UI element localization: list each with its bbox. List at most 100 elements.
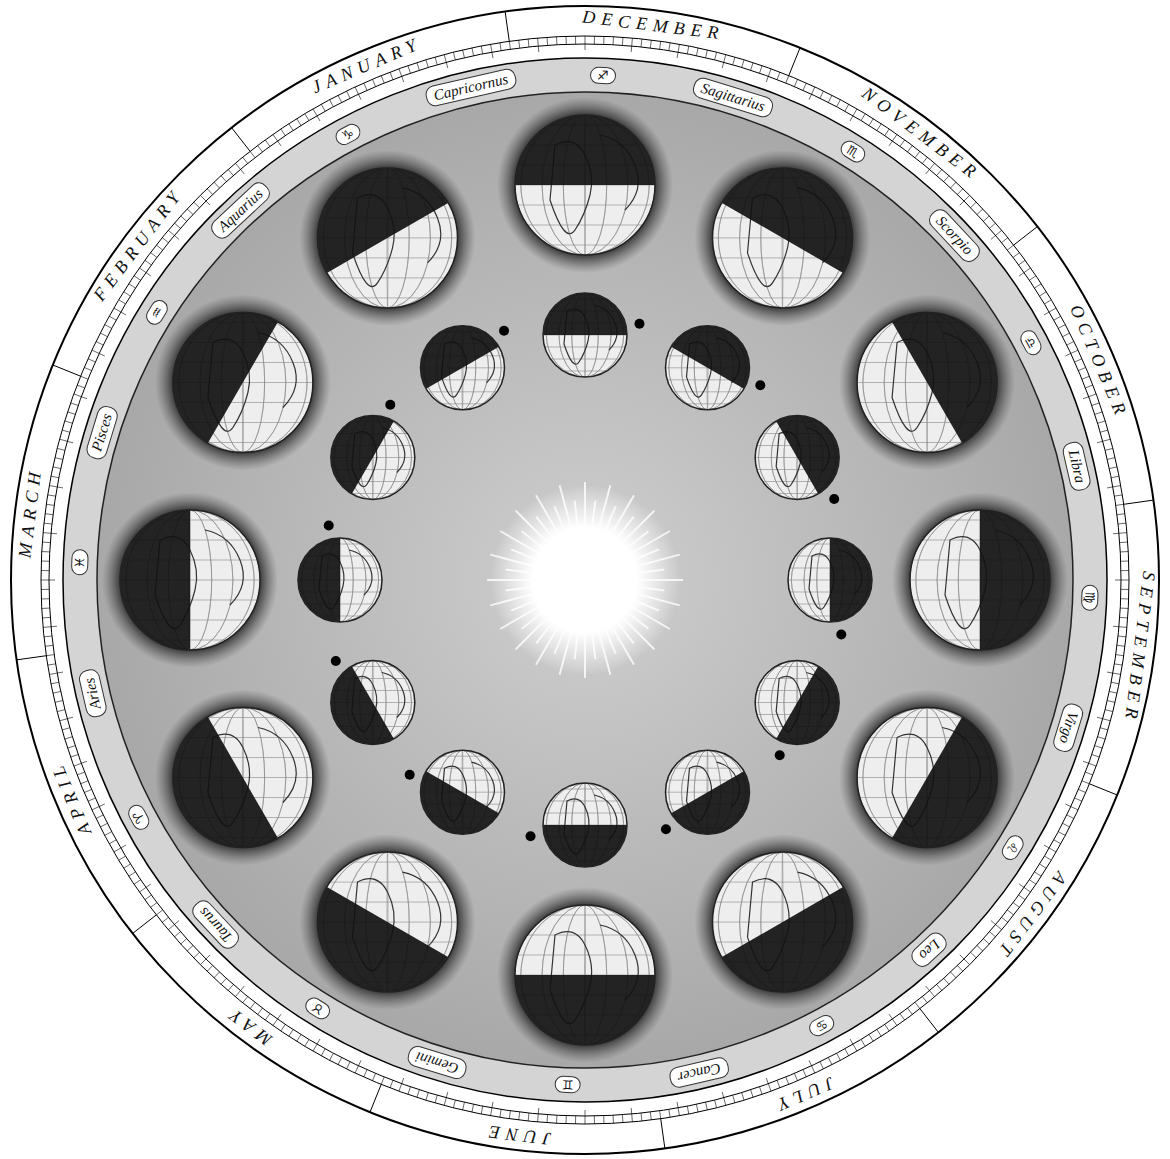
parallel — [515, 915, 655, 916]
globe-shadow — [102, 492, 278, 668]
degree-tick — [1058, 832, 1065, 836]
degree-tick — [88, 798, 95, 801]
degree-tick — [556, 37, 557, 45]
degree-tick — [273, 1014, 281, 1025]
sun-ray — [487, 579, 555, 581]
degree-tick — [1120, 608, 1128, 609]
degree-tick — [305, 1039, 309, 1046]
moon-dot — [405, 770, 415, 780]
degree-tick — [850, 109, 857, 121]
globe-outline — [331, 416, 415, 500]
degree-tick — [481, 1106, 483, 1114]
degree-tick — [200, 195, 210, 205]
degree-tick — [84, 367, 91, 370]
month-divider — [661, 1119, 665, 1149]
degree-tick — [1107, 486, 1121, 488]
degree-tick — [355, 87, 361, 100]
degree-tick — [613, 1115, 614, 1123]
degree-tick — [990, 223, 996, 228]
degree-tick — [1078, 367, 1085, 370]
sun-ray — [584, 610, 586, 678]
degree-tick — [162, 238, 168, 243]
night-side — [669, 308, 767, 390]
degree-tick — [977, 209, 983, 214]
degree-tick — [60, 717, 74, 721]
degree-tick — [556, 1115, 557, 1123]
degree-tick — [1105, 710, 1113, 712]
degree-tick — [1121, 570, 1129, 571]
degree-tick — [145, 895, 151, 900]
globe-shadow — [497, 97, 673, 273]
degree-tick — [372, 1073, 375, 1080]
degree-tick — [214, 972, 219, 978]
degree-tick — [124, 292, 131, 296]
degree-tick — [41, 589, 49, 590]
degree-tick — [330, 1053, 334, 1060]
earth-globe — [788, 536, 874, 624]
parallel — [173, 442, 313, 443]
degree-tick — [55, 458, 63, 460]
globe-outline — [421, 750, 505, 834]
degree-tick — [151, 253, 157, 258]
degree-tick — [390, 1080, 393, 1087]
moon-dot — [499, 326, 509, 336]
degree-tick — [81, 376, 88, 379]
night-side — [313, 397, 395, 495]
degree-tick — [1019, 260, 1025, 265]
degree-tick — [74, 394, 87, 399]
earth-globe — [755, 397, 857, 499]
degree-tick — [1067, 815, 1074, 819]
degree-tick — [926, 986, 935, 997]
parallel — [713, 277, 853, 278]
degree-tick — [426, 1093, 428, 1101]
degree-tick — [77, 385, 84, 388]
degree-tick — [603, 36, 604, 44]
degree-tick — [509, 1111, 510, 1119]
degree-tick — [696, 48, 698, 56]
night-side — [830, 536, 874, 624]
degree-tick — [650, 40, 652, 48]
night-side — [296, 536, 340, 624]
degree-tick — [1013, 903, 1019, 908]
earth-globe — [666, 308, 768, 410]
night-side — [402, 770, 500, 852]
parallel — [331, 666, 415, 667]
degree-tick — [622, 37, 624, 45]
night-side — [513, 113, 657, 185]
degree-tick — [845, 1049, 849, 1056]
degree-tick — [119, 856, 126, 860]
degree-tick — [766, 69, 771, 82]
degree-tick — [44, 636, 52, 638]
globe-outline — [788, 538, 872, 622]
degree-tick — [566, 36, 567, 44]
degree-tick — [444, 1092, 448, 1106]
degree-tick — [1035, 872, 1042, 876]
degree-tick — [786, 1077, 789, 1084]
earth-globe — [402, 308, 504, 410]
degree-tick — [669, 43, 670, 51]
degree-tick — [43, 533, 57, 534]
earth-globe — [541, 783, 629, 869]
degree-tick — [889, 1014, 897, 1025]
earth-globe — [145, 284, 313, 452]
degree-tick — [297, 1035, 301, 1042]
parallel — [713, 297, 853, 298]
degree-tick — [837, 100, 841, 107]
degree-tick — [1044, 300, 1051, 304]
degree-tick — [538, 38, 539, 52]
parallel — [543, 359, 627, 360]
degree-tick — [289, 1030, 293, 1037]
parallel — [331, 493, 415, 494]
degree-tick — [957, 189, 963, 195]
degree-tick — [81, 781, 88, 784]
degree-tick — [41, 561, 49, 562]
degree-tick — [57, 710, 65, 712]
degree-tick — [922, 157, 927, 163]
degree-tick — [408, 1087, 411, 1095]
degree-tick — [105, 325, 112, 329]
degree-tick — [139, 884, 150, 892]
degree-tick — [372, 79, 375, 86]
degree-tick — [151, 903, 157, 908]
earth-globe — [857, 708, 1025, 876]
degree-tick — [207, 966, 213, 972]
